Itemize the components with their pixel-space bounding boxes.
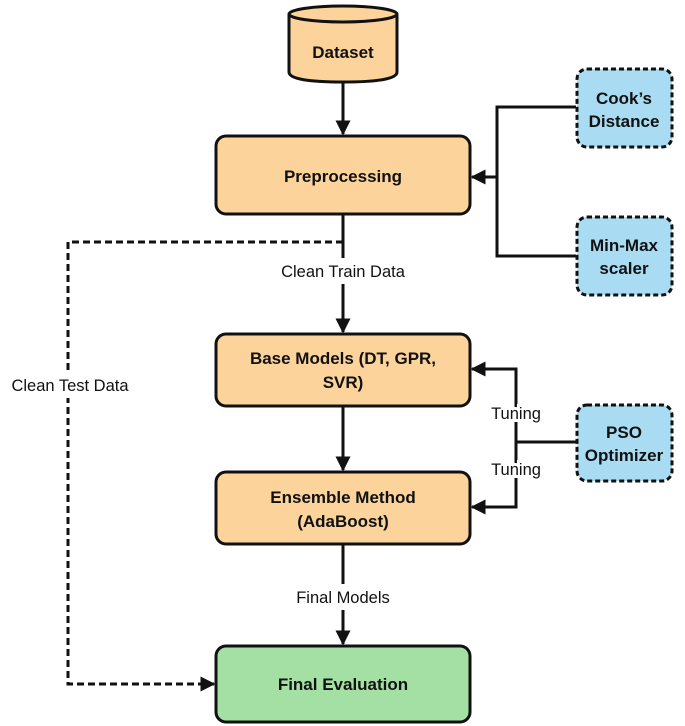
final-models-label-bg xyxy=(280,584,406,610)
pso-line-1: PSO xyxy=(606,423,642,442)
clean-test-data-label: Clean Test Data xyxy=(11,377,129,395)
clean-test-label-bg xyxy=(0,372,140,398)
dashed-arrow-clean-test-data xyxy=(66,240,343,692)
min-max-line-2: scaler xyxy=(599,259,649,278)
cooks-distance-line-2: Distance xyxy=(589,112,660,131)
preprocessing-label: Preprocessing xyxy=(284,167,402,186)
dataset-label: Dataset xyxy=(312,43,374,62)
ensemble-line-1: Ensemble Method xyxy=(270,488,415,507)
cooks-distance-node: Cook’s Distance xyxy=(575,67,674,149)
dataset-node: Dataset xyxy=(287,4,399,84)
ensemble-line-2: (AdaBoost) xyxy=(297,512,389,531)
clean-train-data-label: Clean Train Data xyxy=(281,263,406,281)
clean-train-label-bg xyxy=(264,258,422,284)
tuning-bottom-label: Tuning xyxy=(491,461,541,479)
final-evaluation-label: Final Evaluation xyxy=(278,675,408,694)
pso-line-2: Optimizer xyxy=(585,446,664,465)
preprocessing-node: Preprocessing xyxy=(214,134,472,216)
tuning-top-label: Tuning xyxy=(491,405,541,423)
bracket-preprocessing-tools xyxy=(495,105,576,258)
cooks-distance-line-1: Cook’s xyxy=(596,89,652,108)
bracket-tuning xyxy=(470,361,518,515)
final-evaluation-node: Final Evaluation xyxy=(214,644,472,724)
base-models-line-1: Base Models (DT, GPR, xyxy=(250,349,436,368)
final-models-label: Final Models xyxy=(296,589,390,607)
ensemble-method-node: Ensemble Method (AdaBoost) xyxy=(214,470,472,546)
min-max-line-1: Min-Max xyxy=(590,236,659,255)
pso-optimizer-node: PSO Optimizer xyxy=(575,403,674,483)
min-max-scaler-node: Min-Max scaler xyxy=(575,215,674,297)
base-models-node: Base Models (DT, GPR, SVR) xyxy=(214,332,472,408)
base-models-line-2: SVR) xyxy=(323,373,364,392)
